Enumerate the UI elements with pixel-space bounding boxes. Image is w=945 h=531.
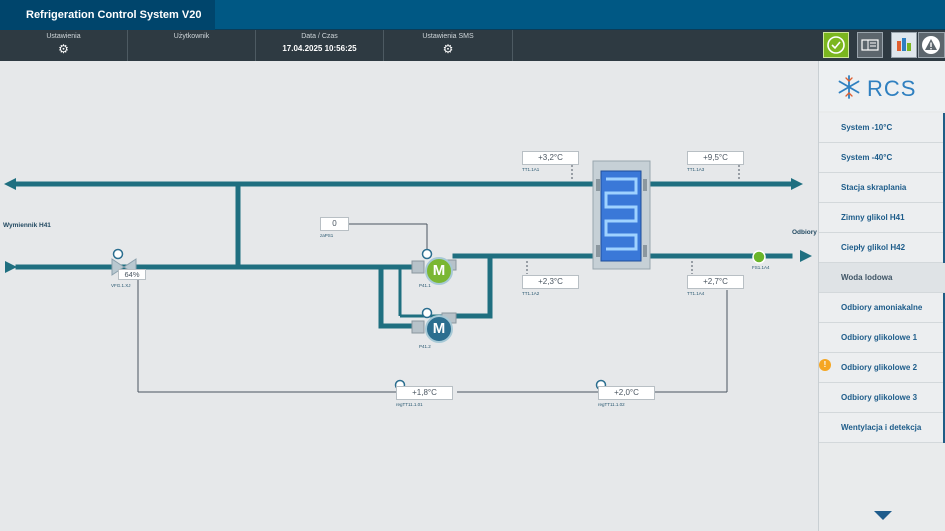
nav-item-system-10[interactable]: System -10°C <box>819 113 945 143</box>
nav-item-label: Wentylacja i detekcja <box>841 423 922 432</box>
checkmark-icon <box>827 36 845 54</box>
datetime-field: Data / Czas 17.04.2025 10:56:25 <box>256 30 384 61</box>
title-bar: Refrigeration Control System V20 <box>0 0 945 30</box>
temp-top-left-value[interactable]: +3,2°C <box>522 151 579 165</box>
nav-item-edge <box>943 173 945 203</box>
nav-item-label: Odbiory glikolowe 3 <box>841 393 918 402</box>
nav-item-edge <box>943 143 945 173</box>
nav-item-label: Odbiory amoniakalne <box>841 303 923 312</box>
nav-item-edge <box>943 113 945 143</box>
nav-item-label: Odbiory glikolowe 1 <box>841 333 918 342</box>
pressure-value[interactable]: 0 <box>320 217 349 231</box>
datetime-label: Data / Czas <box>301 33 338 40</box>
rcs-logo: RCS <box>819 61 945 111</box>
nav-item-label: Stacja skraplania <box>841 183 907 192</box>
settings-button[interactable]: Ustawienia ⚙ <box>0 30 128 61</box>
nav-item-system-40[interactable]: System -40°C <box>819 143 945 173</box>
trends-button[interactable] <box>891 32 917 58</box>
nav-item-edge <box>943 233 945 263</box>
nav-item-condensing-station[interactable]: Stacja skraplania <box>819 173 945 203</box>
flow-switch-tag: FS1.1A4 <box>752 265 770 270</box>
nav-item-ice-water[interactable]: Woda lodowa <box>819 263 945 293</box>
temp-mid-right-value[interactable]: +2,7°C <box>687 275 744 289</box>
temp-top-right-value[interactable]: +9,5°C <box>687 151 744 165</box>
sms-settings-button[interactable]: Ustawienia SMS ⚙ <box>384 30 513 61</box>
chevron-down-icon[interactable] <box>874 511 892 520</box>
temp-mid-left-tag: TT1.1A2 <box>522 291 540 296</box>
user-field[interactable]: Użytkownik <box>128 30 256 61</box>
settings-label: Ustawienia <box>46 33 81 40</box>
consumers-label: Odbiory <box>792 229 817 236</box>
nav-item-cold-glycol[interactable]: Zimny glikol H41 <box>819 203 945 233</box>
nav-item-glycol-consumers-3[interactable]: Odbiory glikolowe 3 <box>819 383 945 413</box>
nav-item-label: System -40°C <box>841 153 893 162</box>
gear-icon: ⚙ <box>442 42 454 56</box>
sms-settings-label: Ustawienia SMS <box>422 33 474 40</box>
nav-item-edge <box>943 203 945 233</box>
pump-2-tag: P41.2 <box>419 344 431 349</box>
overview-button[interactable] <box>857 32 883 58</box>
panel-icon <box>861 39 879 51</box>
nav-item-edge <box>943 413 945 443</box>
process-canvas: M M Wymiennik H41 Odbiory 64% VFG.1.XJ 0… <box>0 61 818 531</box>
alarm-warning-icon: ! <box>819 359 831 371</box>
warning-icon <box>922 36 940 54</box>
nav-item-label: Woda lodowa <box>841 273 893 282</box>
gear-icon: ⚙ <box>58 42 69 56</box>
pump-2-icon[interactable]: M <box>425 315 453 343</box>
nav-item-label: Zimny glikol H41 <box>841 213 905 222</box>
pump-1-tag: P41.1 <box>419 283 431 288</box>
acknowledge-button[interactable] <box>823 32 849 58</box>
temp-mid-left-value[interactable]: +2,3°C <box>522 275 579 289</box>
nav-item-warm-glycol[interactable]: Ciepły glikol H42 <box>819 233 945 263</box>
process-diagram <box>4 160 812 393</box>
valve-position-value[interactable]: 64% <box>118 269 146 280</box>
temp-bottom-right-tag: regTT11.1.02 <box>598 402 625 407</box>
valve-tag: VFG.1.XJ <box>111 283 131 288</box>
pump-1-icon[interactable]: M <box>425 257 453 285</box>
chart-icon <box>897 38 911 51</box>
pump-1-letter: M <box>432 262 446 279</box>
nav-item-glycol-consumers-1[interactable]: Odbiory glikolowe 1 <box>819 323 945 353</box>
datetime-value: 17.04.2025 10:56:25 <box>282 44 357 53</box>
nav-item-edge <box>943 383 945 413</box>
app-title: Refrigeration Control System V20 <box>26 9 202 21</box>
user-label: Użytkownik <box>173 33 210 40</box>
snowflake-icon <box>838 75 860 99</box>
nav-item-ammonia-consumers[interactable]: Odbiory amoniakalne <box>819 293 945 323</box>
nav-item-ventilation[interactable]: Wentylacja i detekcja <box>819 413 945 443</box>
temp-top-left-tag: TT1.1A1 <box>522 167 540 172</box>
nav-item-edge <box>943 323 945 353</box>
temp-bottom-left-value[interactable]: +1,8°C <box>396 386 453 400</box>
navigation-panel: RCS System -10°C System -40°C Stacja skr… <box>818 61 945 531</box>
temp-top-right-tag: TT1.1A3 <box>687 167 705 172</box>
pump-2-letter: M <box>432 320 446 337</box>
alarms-button[interactable] <box>918 32 945 58</box>
nav-item-label: Odbiory glikolowe 2 <box>841 363 918 372</box>
header-bar: Ustawienia ⚙ Użytkownik Data / Czas 17.0… <box>0 30 945 61</box>
nav-item-label: Ciepły glikol H42 <box>841 243 906 252</box>
title-band <box>0 0 215 30</box>
source-label: Wymiennik H41 <box>3 222 51 229</box>
nav-item-edge <box>943 293 945 323</box>
temp-bottom-right-value[interactable]: +2,0°C <box>598 386 655 400</box>
temp-bottom-left-tag: regTT11.1.01 <box>396 402 423 407</box>
pressure-tag: zaPS1 <box>320 233 334 238</box>
logo-text: RCS <box>867 76 917 101</box>
temp-mid-right-tag: TT1.1A4 <box>687 291 705 296</box>
heat-exchanger-shape <box>592 160 651 270</box>
nav-item-glycol-consumers-2[interactable]: ! Odbiory glikolowe 2 <box>819 353 945 383</box>
nav-item-label: System -10°C <box>841 123 893 132</box>
nav-item-edge <box>943 353 945 383</box>
